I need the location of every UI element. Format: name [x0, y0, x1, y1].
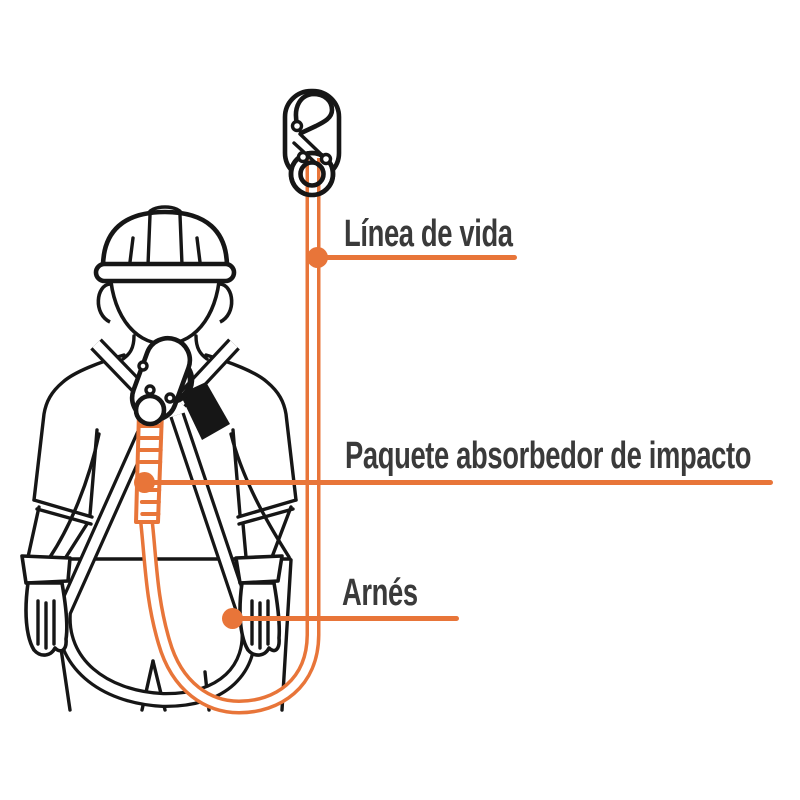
lifeline-lanyard: [138, 162, 321, 715]
chest-anchor-hook-icon: [129, 335, 230, 440]
leader-line-linea-de-vida: [318, 255, 517, 260]
label-arnes: Arnés: [342, 572, 418, 614]
snap-hook-icon: [282, 88, 342, 198]
worker-head: [96, 264, 234, 361]
leader-dot-arnes: [222, 608, 243, 629]
leader-dot-paquete-absorbedor: [134, 472, 155, 493]
right-ear-icon: [219, 282, 234, 324]
right-glove-icon: [234, 554, 284, 657]
label-linea-de-vida: Línea de vida: [344, 213, 513, 255]
leader-line-paquete-absorbedor: [145, 480, 773, 485]
left-ear-icon: [96, 282, 111, 324]
neck-left: [121, 334, 136, 361]
label-paquete-absorbedor: Paquete absorbedor de impacto: [345, 435, 752, 477]
leader-dot-linea-de-vida: [307, 247, 328, 268]
left-glove-icon: [20, 554, 72, 657]
shock-absorber-pack: [134, 410, 164, 524]
leader-line-arnes: [233, 616, 459, 621]
neck-right: [194, 334, 209, 361]
hard-hat-icon: [93, 205, 237, 284]
